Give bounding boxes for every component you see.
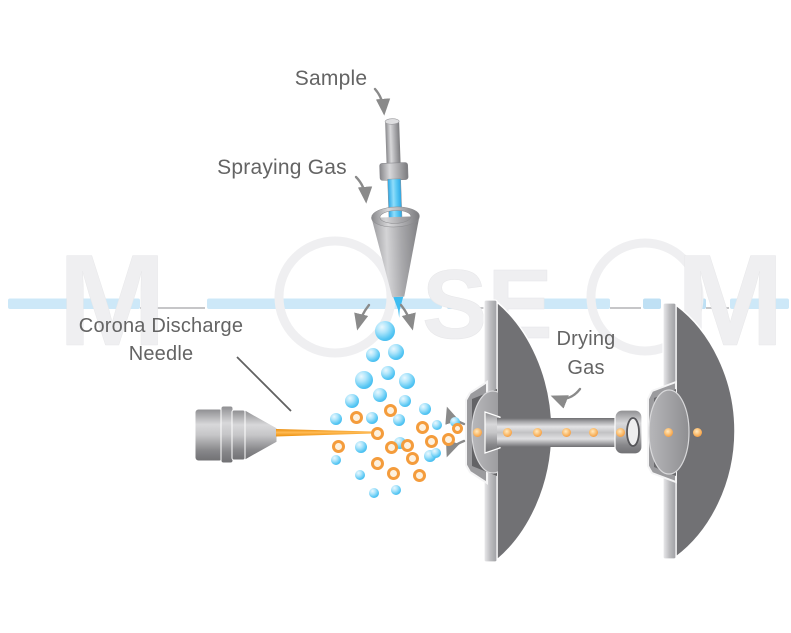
sample-label: Sample	[266, 66, 396, 92]
sprayer-assembly	[371, 118, 420, 318]
sprayer-collar	[379, 162, 409, 181]
sprayer-nozzle-tip	[393, 296, 404, 318]
exit-plate-body	[675, 303, 736, 559]
inlet-arrow-top	[445, 406, 466, 426]
watermark-letter-m1: M	[58, 227, 166, 373]
inlet-arrow-bottom	[445, 439, 466, 458]
corona-needle-assembly	[194, 405, 379, 464]
corona-needle-label: Corona Discharge Needle	[41, 312, 281, 368]
sample-tube-cap	[384, 118, 400, 125]
spraying-gas-label: Spraying Gas	[197, 155, 367, 181]
sample-tube	[385, 119, 401, 168]
needle-base	[194, 408, 224, 462]
flow-arrows	[354, 87, 582, 458]
transfer-capillary	[497, 418, 619, 447]
drying-label-line1: Drying	[556, 328, 616, 350]
inlet-plate	[465, 299, 643, 563]
corona-label-line1: Corona Discharge	[78, 315, 244, 337]
spraying-gas-label-text: Spraying Gas	[217, 156, 347, 179]
spraying-gas-arrow	[354, 175, 373, 204]
corona-label-line2: Needle	[128, 343, 194, 365]
drying-label-line2: Gas	[567, 357, 605, 379]
sample-label-text: Sample	[294, 67, 368, 90]
corona-needle	[276, 429, 379, 437]
capillary-opening	[626, 417, 640, 447]
needle-ring	[220, 405, 234, 464]
needle-mid-cylinder	[231, 409, 246, 461]
needle-leader-line	[236, 356, 292, 412]
watermark-circle-right	[586, 238, 704, 356]
drying-gas-label: Drying Gas	[527, 325, 645, 383]
sample-arrow	[373, 87, 391, 116]
watermark-line	[8, 298, 789, 309]
drying-gas-arrow	[550, 387, 582, 409]
capillary-flange	[484, 411, 501, 454]
sprayer-rim	[371, 206, 420, 228]
exit-funnel-dome	[648, 389, 690, 475]
spray-arrow-left	[354, 303, 371, 331]
needle-cone	[244, 409, 278, 461]
watermark-circle-left	[274, 236, 396, 358]
spray-arrow-right	[399, 303, 416, 331]
sprayer-cone	[371, 216, 420, 298]
